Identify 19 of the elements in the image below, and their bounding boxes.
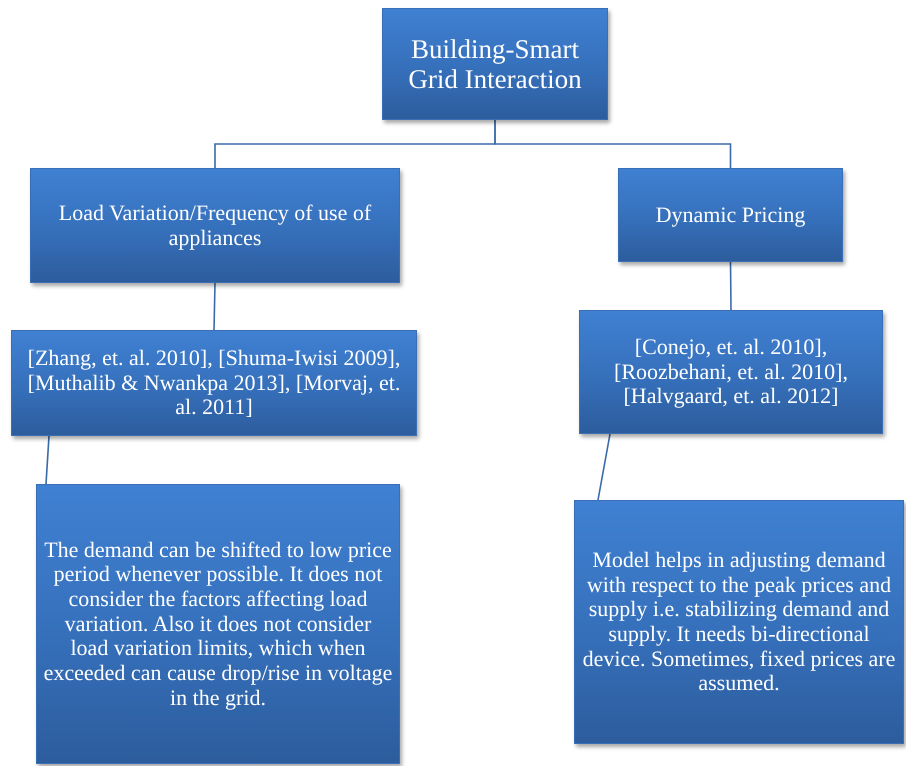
connector-line xyxy=(45,436,50,484)
box-text: [Zhang, et. al. 2010], [Shuma-Iwisi 2009], [Muthalib & Nwankpa 2013], [Morvaj, et. al. 2011] xyxy=(26,346,402,420)
connector-line xyxy=(730,262,732,310)
text-box xyxy=(382,8,608,120)
text-box xyxy=(574,500,904,744)
connector-line xyxy=(597,434,611,500)
box-text: Dynamic Pricing xyxy=(656,202,806,228)
box-text: The demand can be shifted to low price period whenever possible. It does not consider the factors affecting load variation. Also it does not consider load variation limits, which when exceeded can cause drop/rise in voltage in the grid. xyxy=(43,538,393,710)
box-text: [Conejo, et. al. 2010], [Roozbehani, et. al. 2010], [Halvgaard, et. al. 2012] xyxy=(613,335,849,409)
box-text: Load Variation/Frequency of use of appliances xyxy=(58,200,372,250)
text-box xyxy=(30,168,400,283)
box-text: Model helps in adjusting demand with respect to the peak prices and supply i.e. stabilizing demand and supply. It needs bi-directional device. Sometimes, fixed prices are assumed. xyxy=(582,548,896,696)
connector-line xyxy=(213,282,216,330)
text-box xyxy=(618,168,843,262)
text-box xyxy=(11,330,417,436)
text-box xyxy=(36,484,400,764)
connector-line xyxy=(494,120,732,168)
box-text: Building-Smart Grid Interaction xyxy=(407,34,583,94)
text-box xyxy=(579,310,883,434)
